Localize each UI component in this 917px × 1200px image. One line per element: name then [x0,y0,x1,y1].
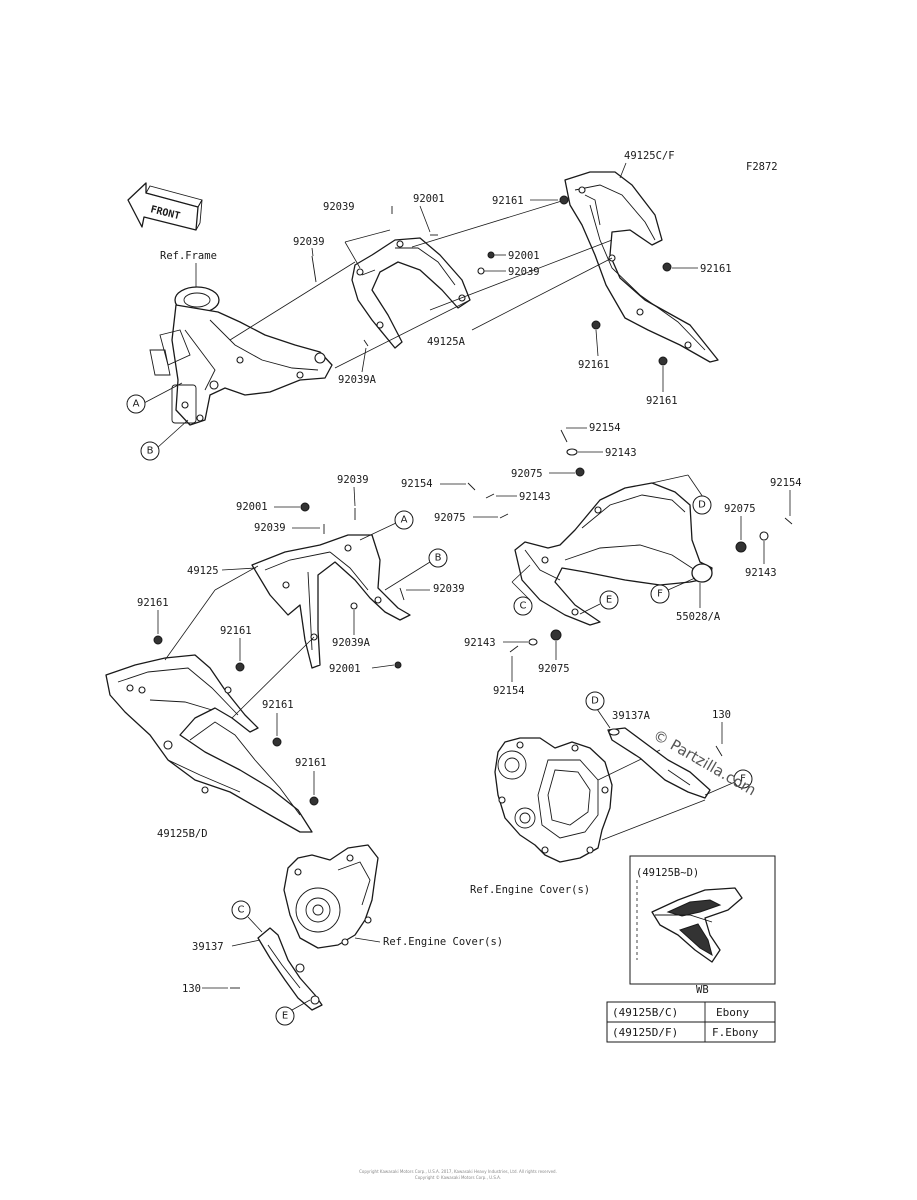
svg-text:C: C [238,905,245,916]
middle-labels: 92039 92001 92039 49125 92039 92161 9216… [137,474,465,840]
left-bracket-39137: 39137 130 [182,927,323,1011]
svg-text:A: A [401,515,408,526]
label-92001-b: 92001 [508,250,540,262]
lower-side-cowl-49125bd [105,565,315,833]
callout-f-lower: F [704,769,753,796]
under-cowl-hardware [467,429,793,653]
label-92001-d: 92001 [329,663,361,675]
label-92039-b: 92039 [293,236,325,248]
ref-frame-label: Ref.Frame [160,250,217,262]
callout-e-lower: E [275,999,311,1026]
label-92161-f: 92161 [220,625,252,637]
label-92143-a: 92143 [605,447,637,459]
label-92161-h: 92161 [295,757,327,769]
label-92039-d: 92039 [337,474,369,486]
callout-f-middle: F [650,577,696,604]
inset-box: (49125B~D) WB [629,855,776,996]
label-92075-d: 92075 [538,663,570,675]
label-49125b-d: 49125B/D [157,828,208,840]
svg-text:D: D [591,696,599,707]
label-92154-c: 92154 [770,477,802,489]
svg-text:B: B [147,446,154,457]
label-92161-g: 92161 [262,699,294,711]
callout-d-middle: D [692,495,712,515]
label-130-a: 130 [712,709,731,721]
footer-copyright-2: Copyright © Kawasaki Motors Corp., U.S.A… [415,1175,501,1180]
frame-assembly: Ref.Frame [149,250,333,426]
label-92001-a: 92001 [413,193,445,205]
label-49125a: 49125A [427,336,466,348]
callout-c-lower: C [231,900,263,933]
label-92075-a: 92075 [511,468,543,480]
svg-text:E: E [606,595,612,606]
label-92154-b: 92154 [401,478,433,490]
label-92161-d: 92161 [646,395,678,407]
label-92039-a: 92039 [323,201,355,213]
middle-hardware [153,502,405,806]
svg-text:A: A [133,399,140,410]
color-table: (49125B/C) Ebony (49125D/F) F.Ebony [606,1001,776,1043]
label-92075-b: 92075 [434,512,466,524]
front-arrow-icon: FRONT [127,182,203,231]
label-92039a-a: 92039A [338,374,377,386]
right-bracket-39137a: 39137A 130 [607,709,731,799]
under-cowl-labels: 92154 92143 92075 92154 92143 92075 9207… [401,422,802,697]
ref-engine-cover-left: Ref.Engine Cover(s) [383,936,503,948]
callout-a-top: A [126,382,183,414]
callout-c-middle: C [511,564,533,616]
label-92039-e: 92039 [254,522,286,534]
svg-text:C: C [520,601,527,612]
left-engine-cover: Ref.Engine Cover(s) [283,844,503,949]
color-table-part-2: (49125D/F) [612,1026,678,1039]
svg-text:F: F [657,589,663,600]
svg-text:D: D [698,500,706,511]
label-92039-c: 92039 [508,266,540,278]
label-92075-c: 92075 [724,503,756,515]
label-55028-a: 55028/A [676,611,721,623]
upper-bracket-49125a [351,237,471,349]
top-labels: 49125C/F 92161 92161 92161 92161 92039 9… [293,150,732,407]
label-92143-d: 92143 [464,637,496,649]
label-92161-c: 92161 [578,359,610,371]
label-92001-c: 92001 [236,501,268,513]
svg-text:E: E [282,1011,288,1022]
callout-b-middle: B [384,548,448,591]
top-hardware [311,195,672,366]
callout-b-top: B [140,419,189,461]
label-92039-f: 92039 [433,583,465,595]
callout-a-middle: A [359,510,414,541]
inset-title: (49125B~D) [636,867,699,879]
label-39137: 39137 [192,941,224,953]
callout-d-lower: D [585,691,611,729]
under-cowl-55028a [514,474,713,626]
label-92161-a: 92161 [492,195,524,207]
ref-engine-cover-right: Ref.Engine Cover(s) [470,884,590,896]
svg-text:F: F [740,774,746,785]
label-49125c-f: 49125C/F [624,150,675,162]
label-92154-d: 92154 [493,685,525,697]
callout-e-middle: E [579,590,619,615]
inset-caption: WB [696,984,709,996]
label-92143-c: 92143 [745,567,777,579]
top-section-leaders [229,199,613,369]
color-table-color-2: F.Ebony [712,1026,759,1039]
svg-text:B: B [435,553,442,564]
label-92154-a: 92154 [589,422,621,434]
middle-bracket-49125 [251,534,411,669]
label-39137a: 39137A [612,710,651,722]
label-130-b: 130 [182,983,201,995]
label-49125: 49125 [187,565,219,577]
label-92161-b: 92161 [700,263,732,275]
label-92161-e: 92161 [137,597,169,609]
upper-cowl-49125cf [564,171,719,363]
figure-code: F2872 [746,161,778,173]
label-92143-b: 92143 [519,491,551,503]
color-table-color-1: Ebony [716,1006,749,1019]
label-92039a-b: 92039A [332,637,371,649]
right-engine-cover: Ref.Engine Cover(s) [470,737,706,896]
footer-copyright-1: Copyright Kawasaki Motors Corp., U.S.A. … [359,1169,557,1174]
color-table-part-1: (49125B/C) [612,1006,678,1019]
